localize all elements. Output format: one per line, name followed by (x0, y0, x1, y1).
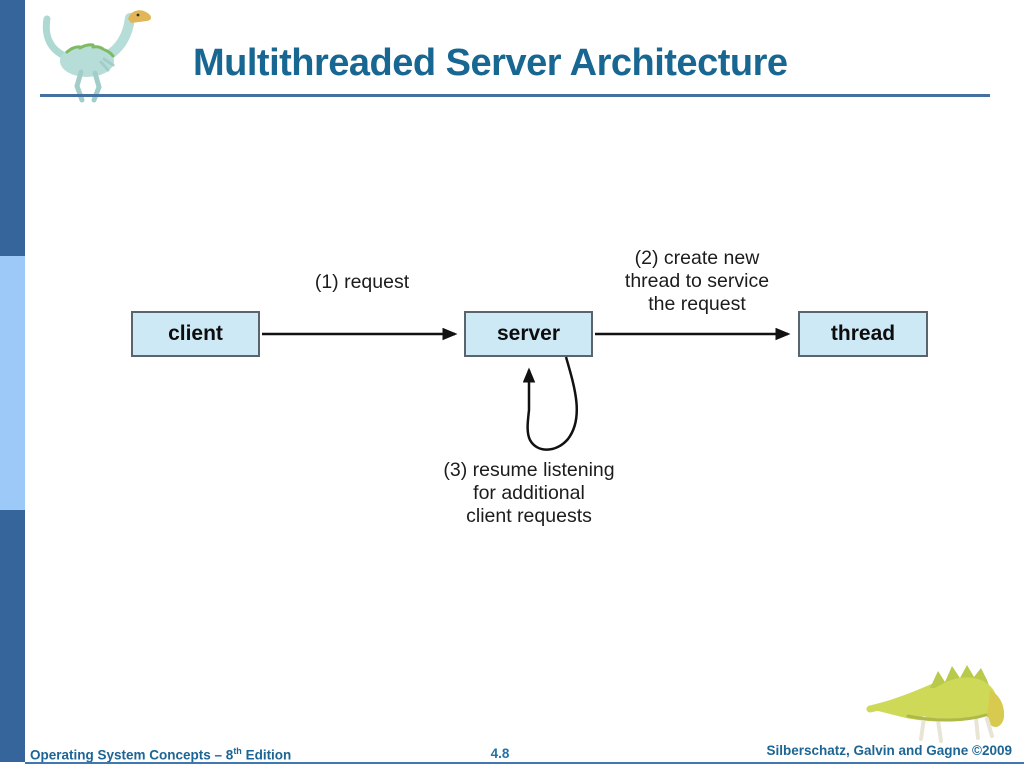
annotation-step2-line: the request (648, 293, 746, 315)
server-box-label: server (496, 322, 561, 345)
client-box-label: client (168, 322, 223, 345)
annotation-step2: (2) create new thread to service the req… (597, 247, 797, 316)
sidebar-segment-middle (0, 256, 25, 510)
slide-title: Multithreaded Server Architecture (193, 42, 788, 84)
annotation-step3-line: client requests (466, 505, 592, 527)
server-box: server (464, 311, 593, 357)
dinosaur-mascot-icon (866, 665, 1005, 743)
sidebar-segment-top (0, 0, 25, 256)
footer-book-title-tail: Edition (241, 747, 292, 763)
thread-box-label: thread (830, 322, 896, 345)
slide-page-number: 4.8 (490, 746, 510, 761)
header-rule (40, 94, 990, 97)
footer-book-title-main: Operating System Concepts – 8 (30, 747, 234, 763)
annotation-step3: (3) resume listening for additional clie… (409, 459, 649, 528)
annotation-step2-line: (2) create new (634, 247, 760, 269)
resume-listening-loop-arrow (522, 356, 579, 451)
client-box: client (131, 311, 260, 357)
annotation-step1-line: (1) request (314, 271, 410, 293)
annotation-step3-line: (3) resume listening (443, 459, 615, 481)
annotation-step3-line: for additional (473, 482, 585, 504)
annotation-step2-line: thread to service (624, 270, 770, 292)
footer-authors: Silberschatz, Galvin and Gagne ©2009 (766, 743, 1012, 758)
sidebar-segment-bottom (0, 510, 25, 762)
thread-box: thread (798, 311, 928, 357)
footer-rule (25, 762, 1024, 764)
footer-book-title-sup: th (233, 746, 242, 756)
dinosaur-logo-icon (42, 10, 152, 103)
footer-book-title: Operating System Concepts – 8th Edition (30, 746, 291, 763)
annotation-step1: (1) request (262, 271, 462, 294)
